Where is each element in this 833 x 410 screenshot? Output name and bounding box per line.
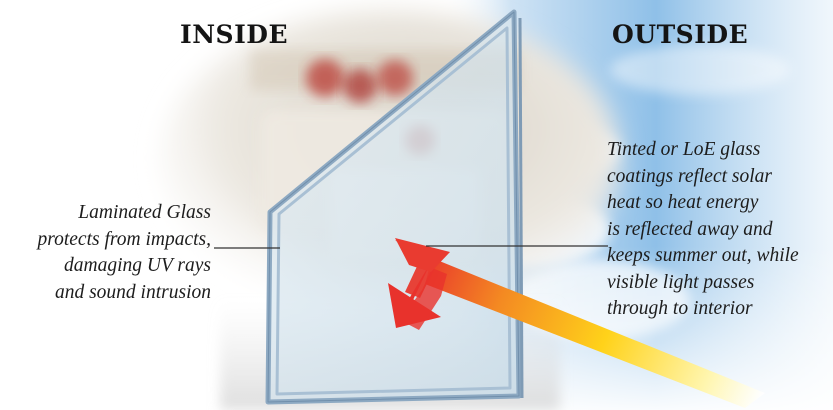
caption-line: Laminated Glass	[0, 200, 211, 227]
outside-heading: OUTSIDE	[612, 20, 748, 49]
inside-heading: INSIDE	[180, 20, 288, 49]
caption-line: heat so heat energy	[607, 190, 833, 217]
laminated-glass-caption: Laminated Glass protects from impacts, d…	[0, 200, 211, 306]
caption-line: coatings reflect solar	[607, 164, 833, 191]
caption-line: protects from impacts,	[0, 227, 211, 254]
caption-line: keeps summer out, while	[607, 243, 833, 270]
caption-line: and sound intrusion	[0, 280, 211, 307]
caption-line: Tinted or LoE glass	[607, 137, 833, 164]
caption-line: is reflected away and	[607, 217, 833, 244]
caption-line: visible light passes	[607, 270, 833, 297]
caption-line: through to interior	[607, 296, 833, 323]
caption-line: damaging UV rays	[0, 253, 211, 280]
tinted-glass-caption: Tinted or LoE glass coatings reflect sol…	[607, 137, 833, 323]
